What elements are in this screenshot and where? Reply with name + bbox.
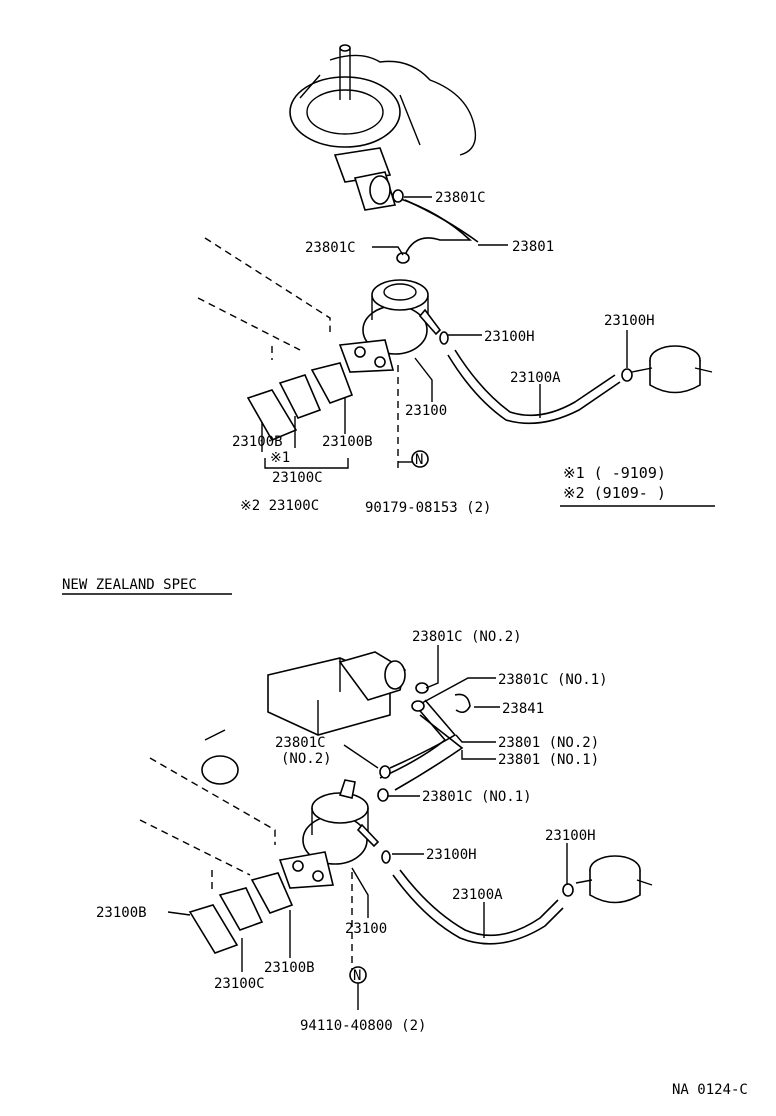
label-23100h-right: 23100H [604,313,655,329]
nz-fuel-pump-23100 [278,779,380,889]
engine-outline [197,237,331,360]
label-nz-bolt: 94110-40800 (2) [300,1018,426,1034]
label-nz-23801c-no1-low: 23801C (NO.1) [422,789,532,805]
top-diagram: 23801C 23801C 23801 23100H 23100H 23100A… [197,44,715,516]
nz-engine-outline [139,757,276,890]
label-nz-23100c: 23100C [214,976,265,992]
nz-fuel-line-23100a [399,869,559,937]
label-23100: 23100 [405,403,447,419]
nz-hose-23801-no2 [389,699,457,769]
carburetor-illustration [289,44,477,211]
label-n-top: N [415,452,423,468]
label-23100b-right: 23100B [322,434,373,450]
label-mark1: ※1 [270,450,290,466]
fuel-pump-23100 [338,279,442,373]
label-bolt-top: 90179-08153 (2) [365,500,491,516]
gaskets-top [246,362,354,442]
label-nz-23100h-right: 23100H [545,828,596,844]
label-nz-23841: 23841 [502,701,544,717]
label-nz-23801-no1: 23801 (NO.1) [498,752,599,768]
nz-carburetor-illustration [267,651,406,736]
nz-filter-right [575,855,653,904]
label-23801c-upper: 23801C [435,190,486,206]
filter-top-right [631,345,713,394]
clip-23801c-upper [392,189,404,203]
label-23100c: 23100C [272,470,323,486]
label-nz-23801c-no1-top: 23801C (NO.1) [498,672,608,688]
label-nz-23100b-left: 23100B [96,905,147,921]
nz-spec-title: NEW ZEALAND SPEC [62,577,197,593]
label-nz-23801c-left-2: (NO.2) [281,751,332,767]
nz-engine-boss [201,755,239,785]
nz-spec-diagram: NEW ZEALAND SPEC [62,577,653,1034]
label-nz-23100a: 23100A [452,887,503,903]
label-nz-23801c-left-1: 23801C [275,735,326,751]
label-23100b-left: 23100B [232,434,283,450]
note-2: ※2 (9109- ) [563,484,666,502]
note-1: ※1 ( -9109) [563,464,666,482]
label-mark2-23100c: ※2 23100C [240,498,319,514]
nz-gaskets [188,872,294,954]
clip-23801c-lower [396,252,410,264]
fuel-line-23100a [454,349,616,417]
label-23100a: 23100A [510,370,561,386]
label-nz-n: N [353,968,361,984]
label-23801c-lower: 23801C [305,240,356,256]
diagram-code: NA 0124-C [672,1082,748,1098]
label-nz-23801-no2: 23801 (NO.2) [498,735,599,751]
label-nz-23801c-no2-top: 23801C (NO.2) [412,629,522,645]
label-23801: 23801 [512,239,554,255]
label-nz-23100b-right: 23100B [264,960,315,976]
label-nz-23100h-left: 23100H [426,847,477,863]
clamp-23841 [454,693,471,714]
n-marker-top [411,450,429,468]
label-23100h-left: 23100H [484,329,535,345]
label-nz-23100: 23100 [345,921,387,937]
hose-23801 [397,197,473,256]
